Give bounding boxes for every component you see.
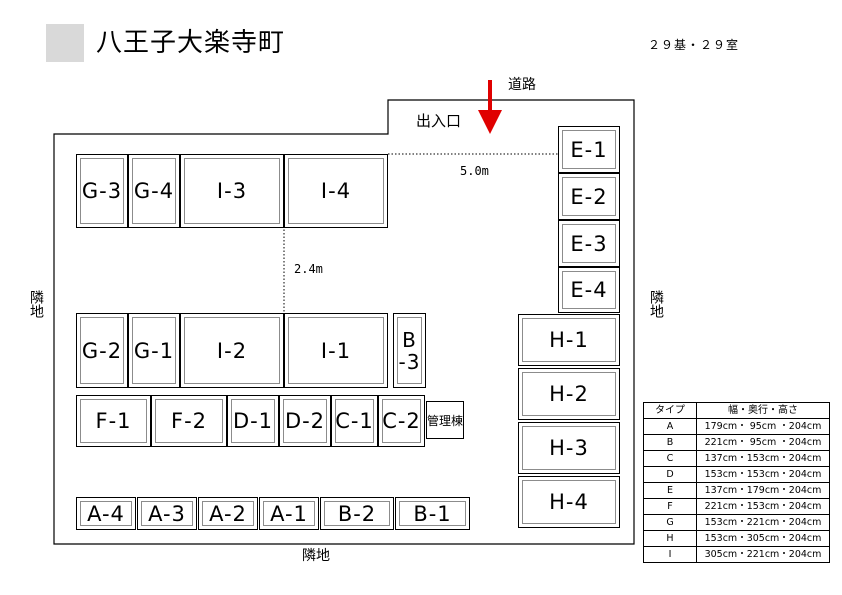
container-unit-c2[interactable]: C-2 — [378, 395, 425, 447]
unit-count: ２９基・２９室 — [648, 38, 740, 52]
container-unit-g2[interactable]: G-2 — [76, 313, 128, 388]
container-unit-h3[interactable]: H-3 — [518, 422, 620, 474]
container-unit-h4[interactable]: H-4 — [518, 476, 620, 528]
container-unit-e4[interactable]: E-4 — [558, 267, 620, 313]
container-unit-b2[interactable]: B-2 — [320, 497, 394, 530]
container-unit-h2[interactable]: H-2 — [518, 368, 620, 420]
entrance-label: 出入口 — [416, 112, 462, 130]
entrance-arrow-icon — [478, 80, 502, 134]
container-unit-f1[interactable]: F-1 — [76, 395, 151, 447]
container-unit-a2[interactable]: A-2 — [198, 497, 258, 530]
container-unit-i3[interactable]: I-3 — [180, 154, 284, 228]
container-unit-b1[interactable]: B-1 — [395, 497, 470, 530]
container-unit-e1[interactable]: E-1 — [558, 126, 620, 173]
dimension-label-2-4m: 2.4m — [294, 262, 323, 276]
container-unit-f2[interactable]: F-2 — [151, 395, 227, 447]
page-title: 八王子大楽寺町 — [96, 28, 286, 58]
dimension-label-5m: 5.0m — [460, 164, 489, 178]
container-unit-a1[interactable]: A-1 — [259, 497, 319, 530]
container-unit-a4[interactable]: A-4 — [76, 497, 136, 530]
column-header-size: 幅・奥行・高さ — [696, 402, 830, 419]
container-unit-d2[interactable]: D-2 — [279, 395, 331, 447]
container-unit-a3[interactable]: A-3 — [137, 497, 197, 530]
container-unit-g1[interactable]: G-1 — [128, 313, 180, 388]
container-unit-h1[interactable]: H-1 — [518, 314, 620, 366]
column-header-type: タイプ — [643, 402, 697, 419]
container-unit-e3[interactable]: E-3 — [558, 220, 620, 267]
container-unit-i2[interactable]: I-2 — [180, 313, 284, 388]
container-unit-g4[interactable]: G-4 — [128, 154, 180, 228]
neighbor-label-left: 隣地 — [28, 290, 44, 318]
table-header-row: タイプ 幅・奥行・高さ — [643, 402, 830, 419]
management-building: 管理棟 — [426, 401, 464, 439]
title-marker — [46, 24, 84, 62]
container-unit-i1[interactable]: I-1 — [284, 313, 388, 388]
container-unit-d1[interactable]: D-1 — [227, 395, 279, 447]
container-unit-c1[interactable]: C-1 — [331, 395, 378, 447]
container-unit-g3[interactable]: G-3 — [76, 154, 128, 228]
site-boundary — [53, 99, 635, 545]
neighbor-label-right: 隣地 — [648, 290, 664, 318]
container-unit-b3[interactable]: B-3 — [393, 313, 426, 388]
container-unit-e2[interactable]: E-2 — [558, 173, 620, 220]
neighbor-label-bottom: 隣地 — [302, 548, 330, 564]
container-unit-i4[interactable]: I-4 — [284, 154, 388, 228]
road-label: 道路 — [508, 77, 536, 93]
